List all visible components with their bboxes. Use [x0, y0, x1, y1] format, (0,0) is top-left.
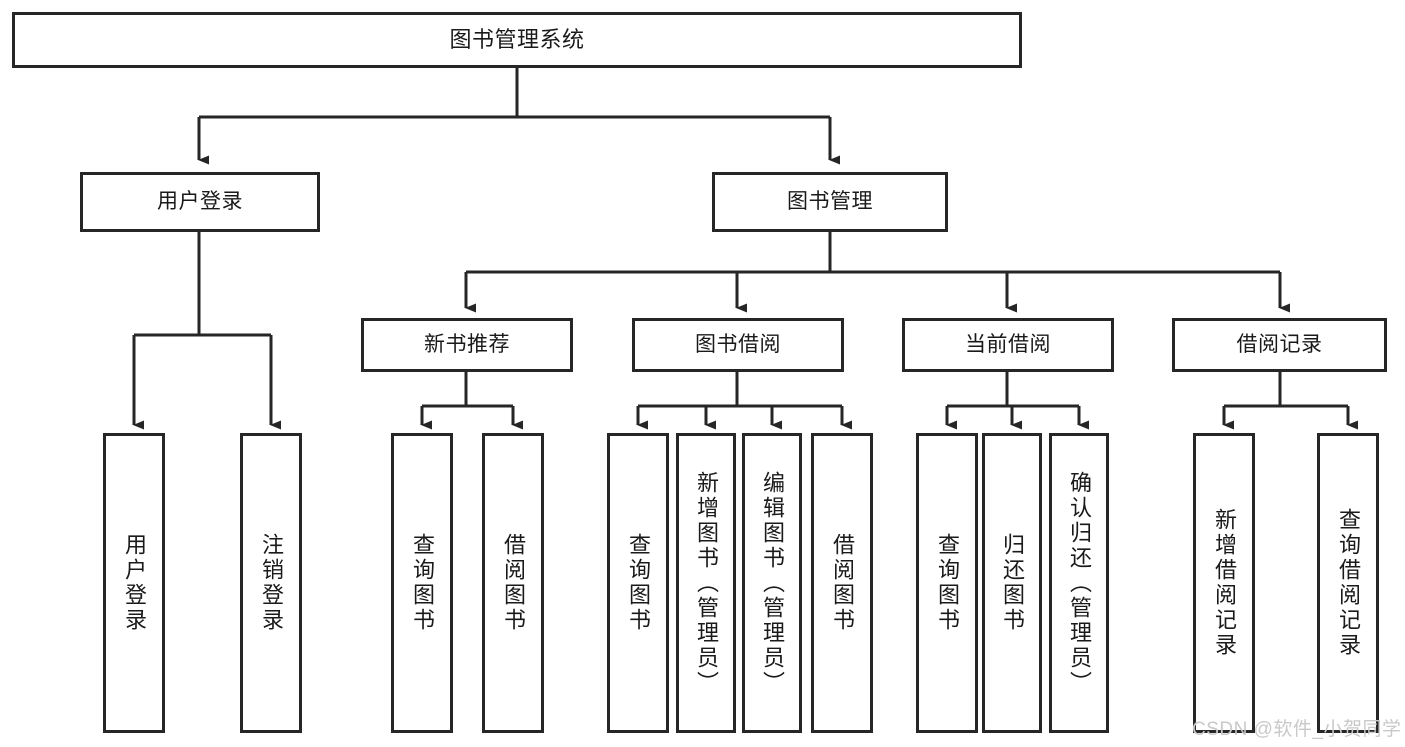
watermark-text: CSDN @软件_小贺同学 [1192, 719, 1402, 740]
node-leaf-query-record-label: 查询借阅记录 [1336, 508, 1361, 658]
node-leaf-confirm-return-label: 确认归还（管理员） [1067, 470, 1092, 696]
node-book-borrow[interactable]: 图书借阅 [632, 318, 844, 372]
node-book-manage-label: 图书管理 [787, 189, 873, 213]
node-leaf-borrow-book-1-label: 借阅图书 [501, 533, 526, 633]
node-root[interactable]: 图书管理系统 [12, 12, 1022, 68]
node-leaf-return-book[interactable]: 归还图书 [982, 433, 1042, 733]
node-book-borrow-label: 图书借阅 [695, 332, 781, 356]
node-leaf-logout-label: 注销登录 [259, 533, 284, 633]
node-leaf-edit-book[interactable]: 编辑图书（管理员） [742, 433, 802, 733]
node-leaf-user-login[interactable]: 用户登录 [103, 433, 165, 733]
node-leaf-borrow-book-2-label: 借阅图书 [830, 533, 855, 633]
node-leaf-add-book[interactable]: 新增图书（管理员） [676, 433, 736, 733]
node-leaf-query-book-1[interactable]: 查询图书 [391, 433, 453, 733]
node-leaf-query-book-2-label: 查询图书 [626, 533, 651, 633]
node-root-label: 图书管理系统 [449, 27, 585, 53]
node-borrow-record-label: 借阅记录 [1236, 332, 1323, 356]
node-leaf-borrow-book-2[interactable]: 借阅图书 [811, 433, 873, 733]
node-user-login[interactable]: 用户登录 [80, 172, 320, 232]
node-leaf-return-book-label: 归还图书 [1000, 533, 1025, 633]
node-current-borrow[interactable]: 当前借阅 [902, 318, 1114, 372]
node-new-book-recommend[interactable]: 新书推荐 [361, 318, 573, 372]
node-leaf-confirm-return[interactable]: 确认归还（管理员） [1049, 433, 1109, 733]
node-user-login-label: 用户登录 [157, 189, 243, 213]
node-borrow-record[interactable]: 借阅记录 [1172, 318, 1387, 372]
node-leaf-borrow-book-1[interactable]: 借阅图书 [482, 433, 544, 733]
node-leaf-query-record[interactable]: 查询借阅记录 [1317, 433, 1379, 733]
node-current-borrow-label: 当前借阅 [965, 332, 1051, 356]
node-leaf-logout[interactable]: 注销登录 [240, 433, 302, 733]
node-leaf-query-book-2[interactable]: 查询图书 [607, 433, 669, 733]
node-leaf-edit-book-label: 编辑图书（管理员） [760, 470, 785, 696]
node-leaf-query-book-3[interactable]: 查询图书 [916, 433, 978, 733]
node-leaf-add-book-label: 新增图书（管理员） [694, 470, 719, 696]
node-leaf-add-record[interactable]: 新增借阅记录 [1193, 433, 1255, 733]
node-leaf-add-record-label: 新增借阅记录 [1212, 508, 1237, 658]
node-leaf-query-book-3-label: 查询图书 [935, 533, 960, 633]
node-leaf-user-login-label: 用户登录 [122, 533, 147, 633]
node-leaf-query-book-1-label: 查询图书 [410, 533, 435, 633]
node-book-manage[interactable]: 图书管理 [712, 172, 948, 232]
node-new-book-recommend-label: 新书推荐 [424, 332, 510, 356]
